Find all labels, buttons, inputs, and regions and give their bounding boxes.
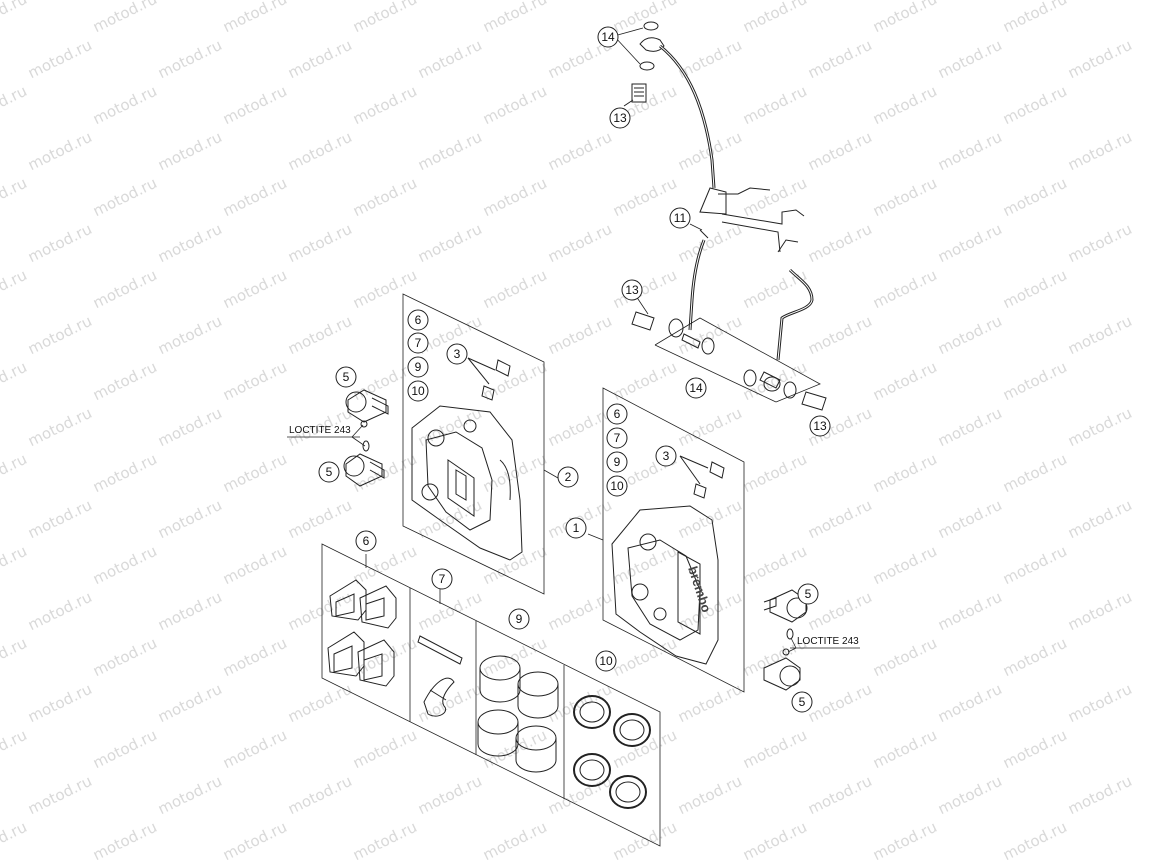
caliper-brand-label: brembo [685, 564, 714, 614]
callout-10-kit1: 10 [610, 479, 624, 493]
callout-circles [318, 26, 831, 713]
piston-seals [573, 695, 651, 809]
callout-10-kit2: 10 [411, 384, 425, 398]
loctite-label-left: LOCTITE 243 [289, 425, 351, 436]
brake-hose-assembly [623, 21, 827, 411]
callout-11: 11 [674, 211, 687, 225]
pad-pin-and-spring [417, 635, 463, 717]
caliper-frame-1 [602, 387, 745, 693]
caliper-pistons [477, 655, 559, 773]
callout-5-left-top: 5 [343, 370, 350, 384]
callout-3-kit1: 3 [663, 449, 670, 463]
callout-5-left-bottom: 5 [326, 465, 333, 479]
callout-10-seals: 10 [599, 654, 613, 668]
callout-7-pin: 7 [439, 572, 446, 586]
caliper-frame-2 [402, 293, 545, 595]
callout-2: 2 [565, 470, 572, 484]
callout-numbers: 14 13 11 13 14 13 6 7 9 10 3 5 5 2 1 6 7… [326, 30, 827, 709]
callout-9-kit2: 9 [415, 360, 422, 374]
callout-6-kit2: 6 [415, 313, 422, 327]
callout-5-right-bottom: 5 [799, 695, 806, 709]
callout-9-pistons: 9 [516, 612, 523, 626]
mounting-bolts-right [763, 589, 860, 691]
mounting-bolts-left [287, 389, 389, 487]
callout-3-kit2: 3 [454, 347, 461, 361]
spare-parts-frames [321, 543, 661, 847]
callout-6-kit1: 6 [614, 407, 621, 421]
callout-14-lower: 14 [689, 381, 703, 395]
callout-13-lower: 13 [813, 419, 827, 433]
callout-13-top: 13 [613, 111, 627, 125]
callout-14-top: 14 [601, 30, 615, 44]
callout-6-pads: 6 [363, 534, 370, 548]
brake-pads [327, 579, 397, 687]
callout-5-right-top: 5 [805, 587, 812, 601]
callout-9-kit1: 9 [614, 455, 621, 469]
loctite-label-right: LOCTITE 243 [797, 636, 859, 647]
callout-1: 1 [573, 521, 580, 535]
callout-7-kit1: 7 [614, 431, 621, 445]
callout-13-middle: 13 [625, 283, 639, 297]
loctite-labels: LOCTITE 243 LOCTITE 243 [289, 425, 859, 647]
callout-7-kit2: 7 [415, 336, 422, 350]
